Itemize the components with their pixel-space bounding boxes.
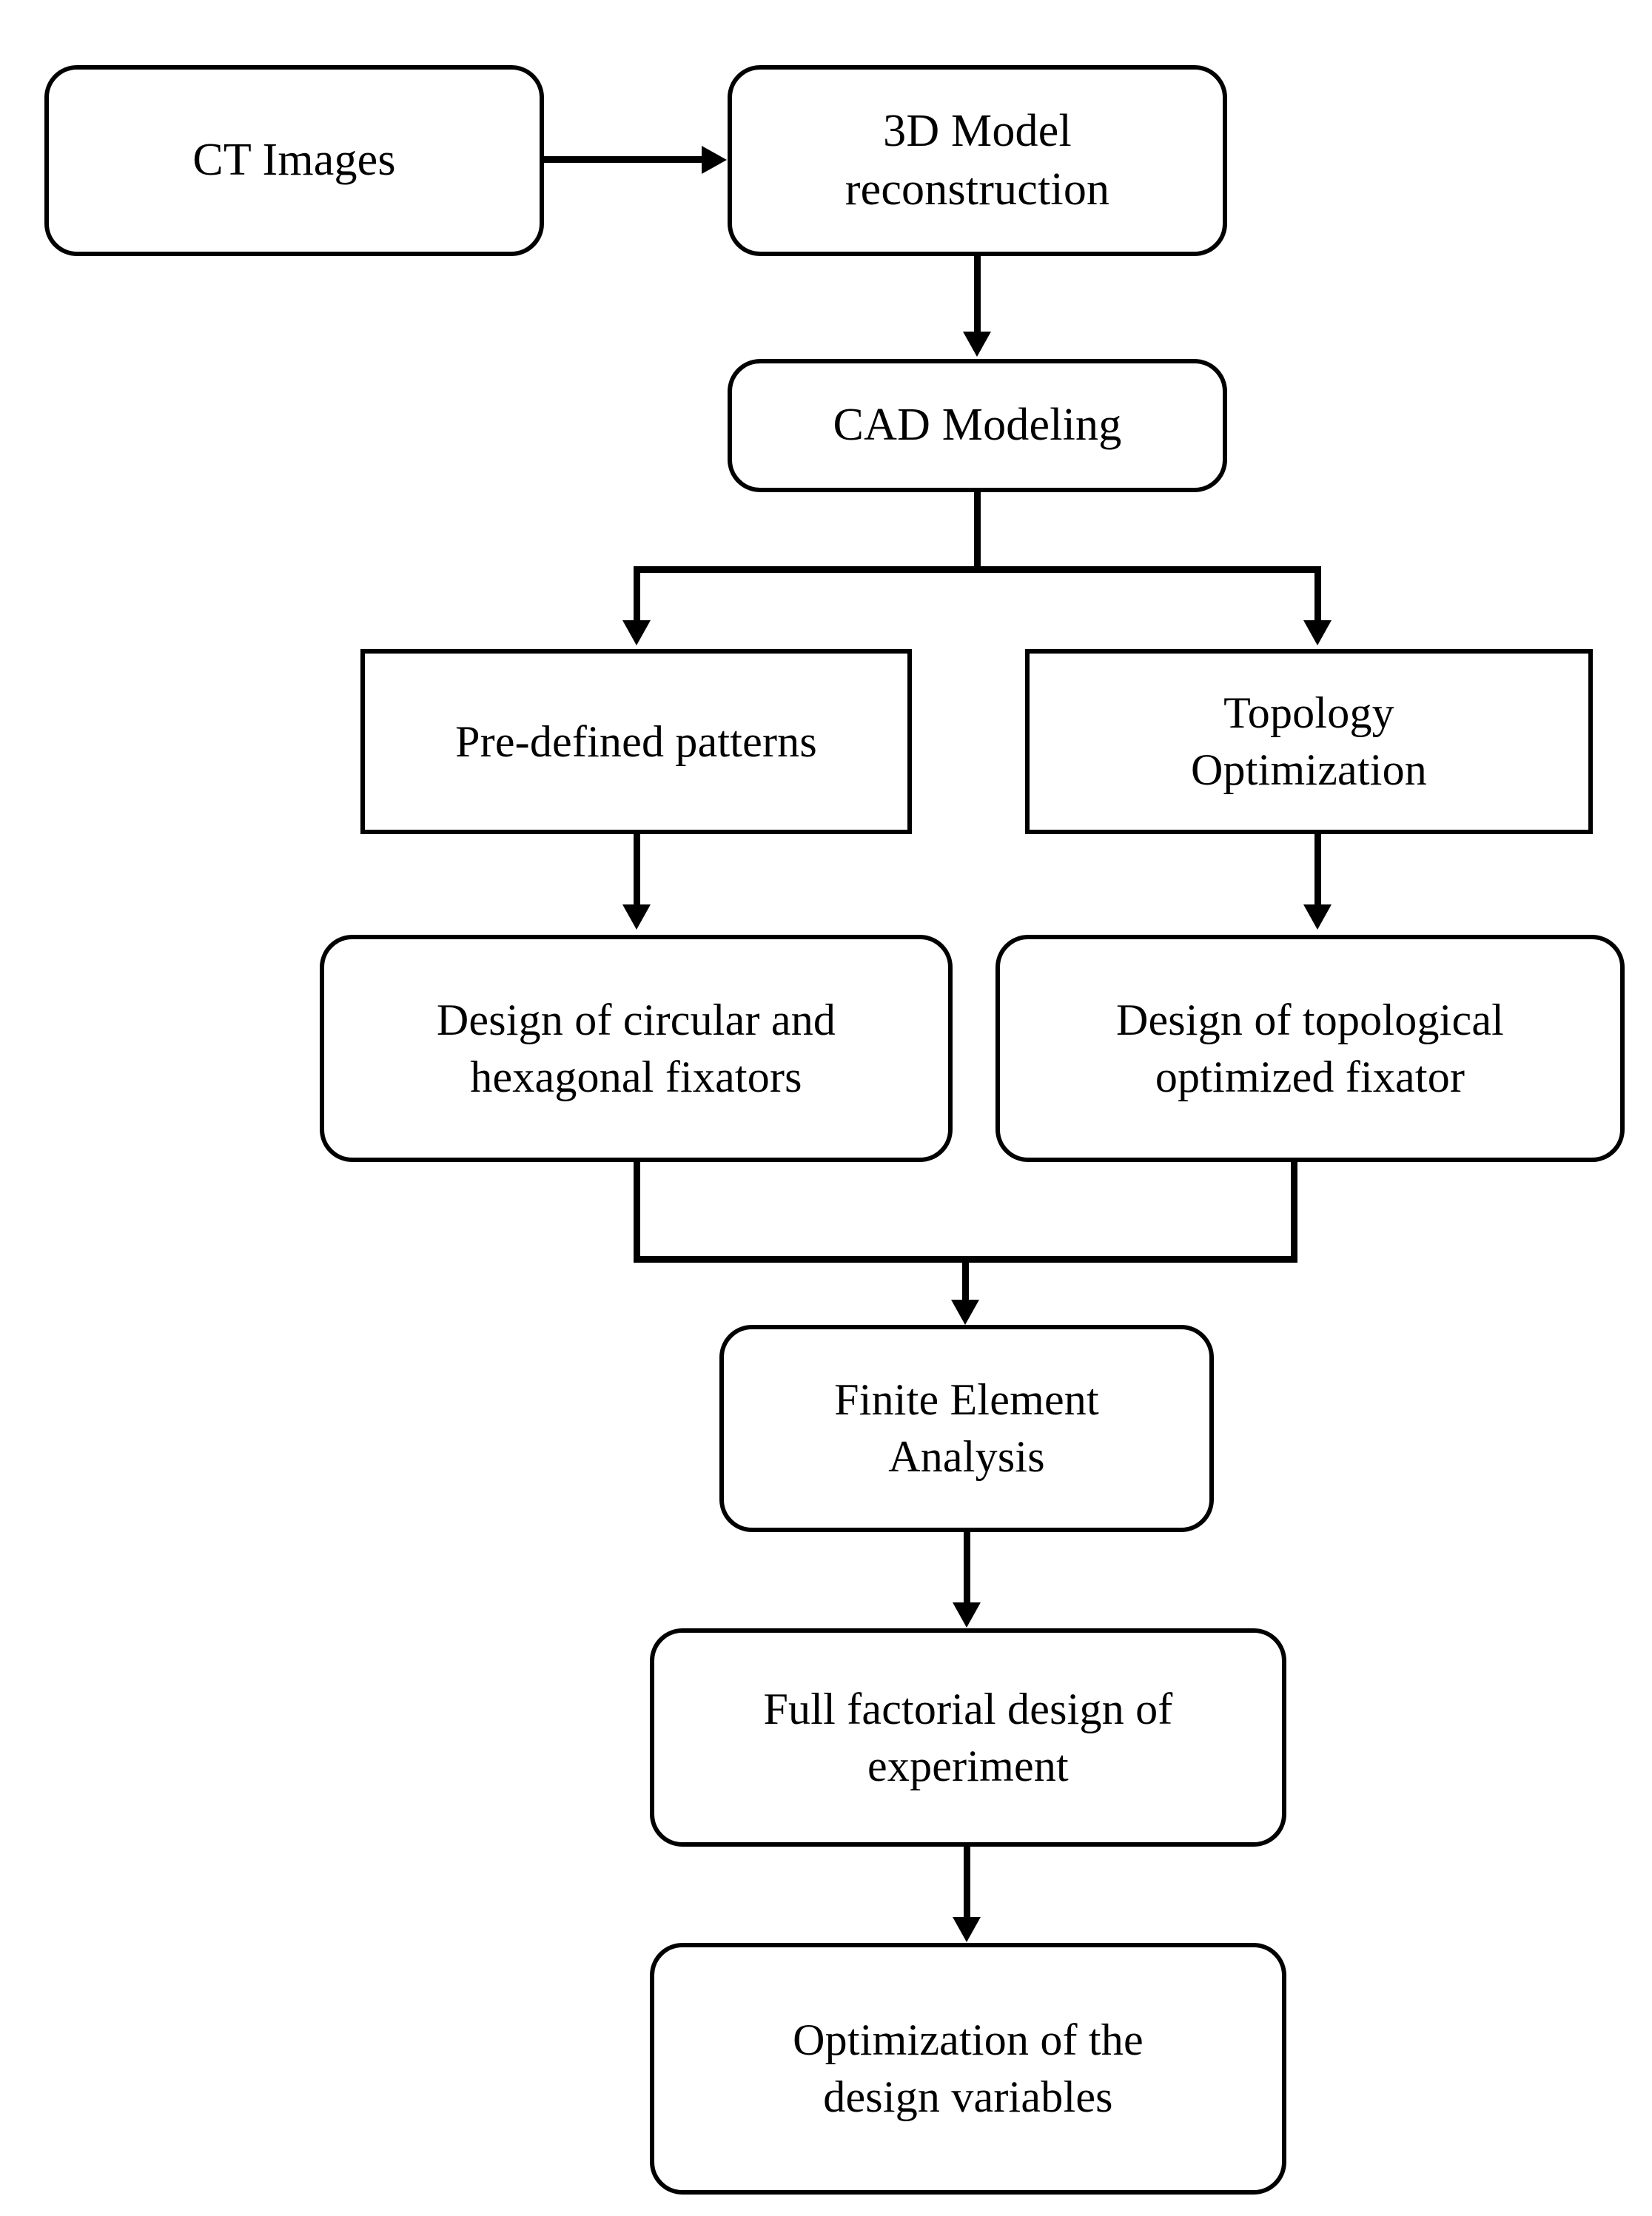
edge-fea-to-full-factorial-arrowhead: [953, 1602, 981, 1628]
edge-merge-to-fea-line: [962, 1256, 969, 1312]
edge-ct-images-to-model-recon-arrowhead: [702, 146, 727, 174]
node-ct-images[interactable]: CT Images: [44, 65, 544, 256]
edge-cad-branch-stem: [974, 492, 981, 570]
edge-cad-to-predefined-line: [634, 566, 640, 622]
node-optimization-of-design-variables[interactable]: Optimization of the design variables: [650, 1943, 1286, 2195]
edge-topology-to-design-topo-arrowhead: [1303, 904, 1332, 930]
node-pre-defined-patterns-label: Pre-defined patterns: [455, 716, 817, 766]
edge-ct-images-to-model-recon-line: [544, 156, 707, 163]
edge-cad-branch-crossbar: [634, 566, 1321, 573]
node-topology-optimization-label: Topology Optimization: [1190, 688, 1427, 794]
node-design-topological-optimized-fixator-label: Design of topological optimized fixator: [1115, 995, 1505, 1101]
edge-model-recon-to-cad-arrowhead: [963, 332, 991, 357]
node-topology-optimization[interactable]: Topology Optimization: [1025, 649, 1593, 834]
edge-full-factorial-to-optimization-arrowhead: [953, 1917, 981, 1942]
edge-cad-to-topology-line: [1314, 566, 1321, 622]
edge-cad-to-topology-arrowhead: [1303, 620, 1332, 645]
node-design-circular-hexagonal-fixators-label: Design of circular and hexagonal fixator…: [436, 995, 836, 1101]
node-full-factorial-design-of-experiment[interactable]: Full factorial design of experiment: [650, 1628, 1286, 1847]
node-3d-model-reconstruction[interactable]: 3D Model reconstruction: [728, 65, 1227, 256]
edge-cad-to-predefined-arrowhead: [622, 620, 651, 645]
edge-full-factorial-to-optimization-line: [964, 1847, 970, 1921]
edge-fea-to-full-factorial-line: [964, 1532, 970, 1606]
edge-topology-to-design-topo-line: [1314, 834, 1321, 907]
node-cad-modeling[interactable]: CAD Modeling: [728, 359, 1227, 492]
node-3d-model-reconstruction-label: 3D Model reconstruction: [845, 105, 1110, 215]
node-finite-element-analysis[interactable]: Finite Element Analysis: [719, 1325, 1214, 1532]
node-cad-modeling-label: CAD Modeling: [833, 400, 1122, 451]
node-optimization-of-design-variables-label: Optimization of the design variables: [793, 2015, 1144, 2121]
edge-design-topo-merge-drop: [1291, 1162, 1297, 1262]
edge-design-circ-merge-drop: [634, 1162, 640, 1262]
edge-predefined-to-design-circ-arrowhead: [622, 904, 651, 930]
node-design-topological-optimized-fixator[interactable]: Design of topological optimized fixator: [995, 935, 1625, 1162]
edge-model-recon-to-cad-line: [974, 256, 981, 334]
node-pre-defined-patterns[interactable]: Pre-defined patterns: [360, 649, 912, 834]
node-finite-element-analysis-label: Finite Element Analysis: [834, 1375, 1099, 1481]
node-ct-images-label: CT Images: [192, 135, 396, 186]
node-full-factorial-design-of-experiment-label: Full factorial design of experiment: [763, 1684, 1173, 1790]
edge-predefined-to-design-circ-line: [634, 834, 640, 907]
edge-merge-to-fea-arrowhead: [951, 1300, 979, 1325]
node-design-circular-hexagonal-fixators[interactable]: Design of circular and hexagonal fixator…: [320, 935, 953, 1162]
